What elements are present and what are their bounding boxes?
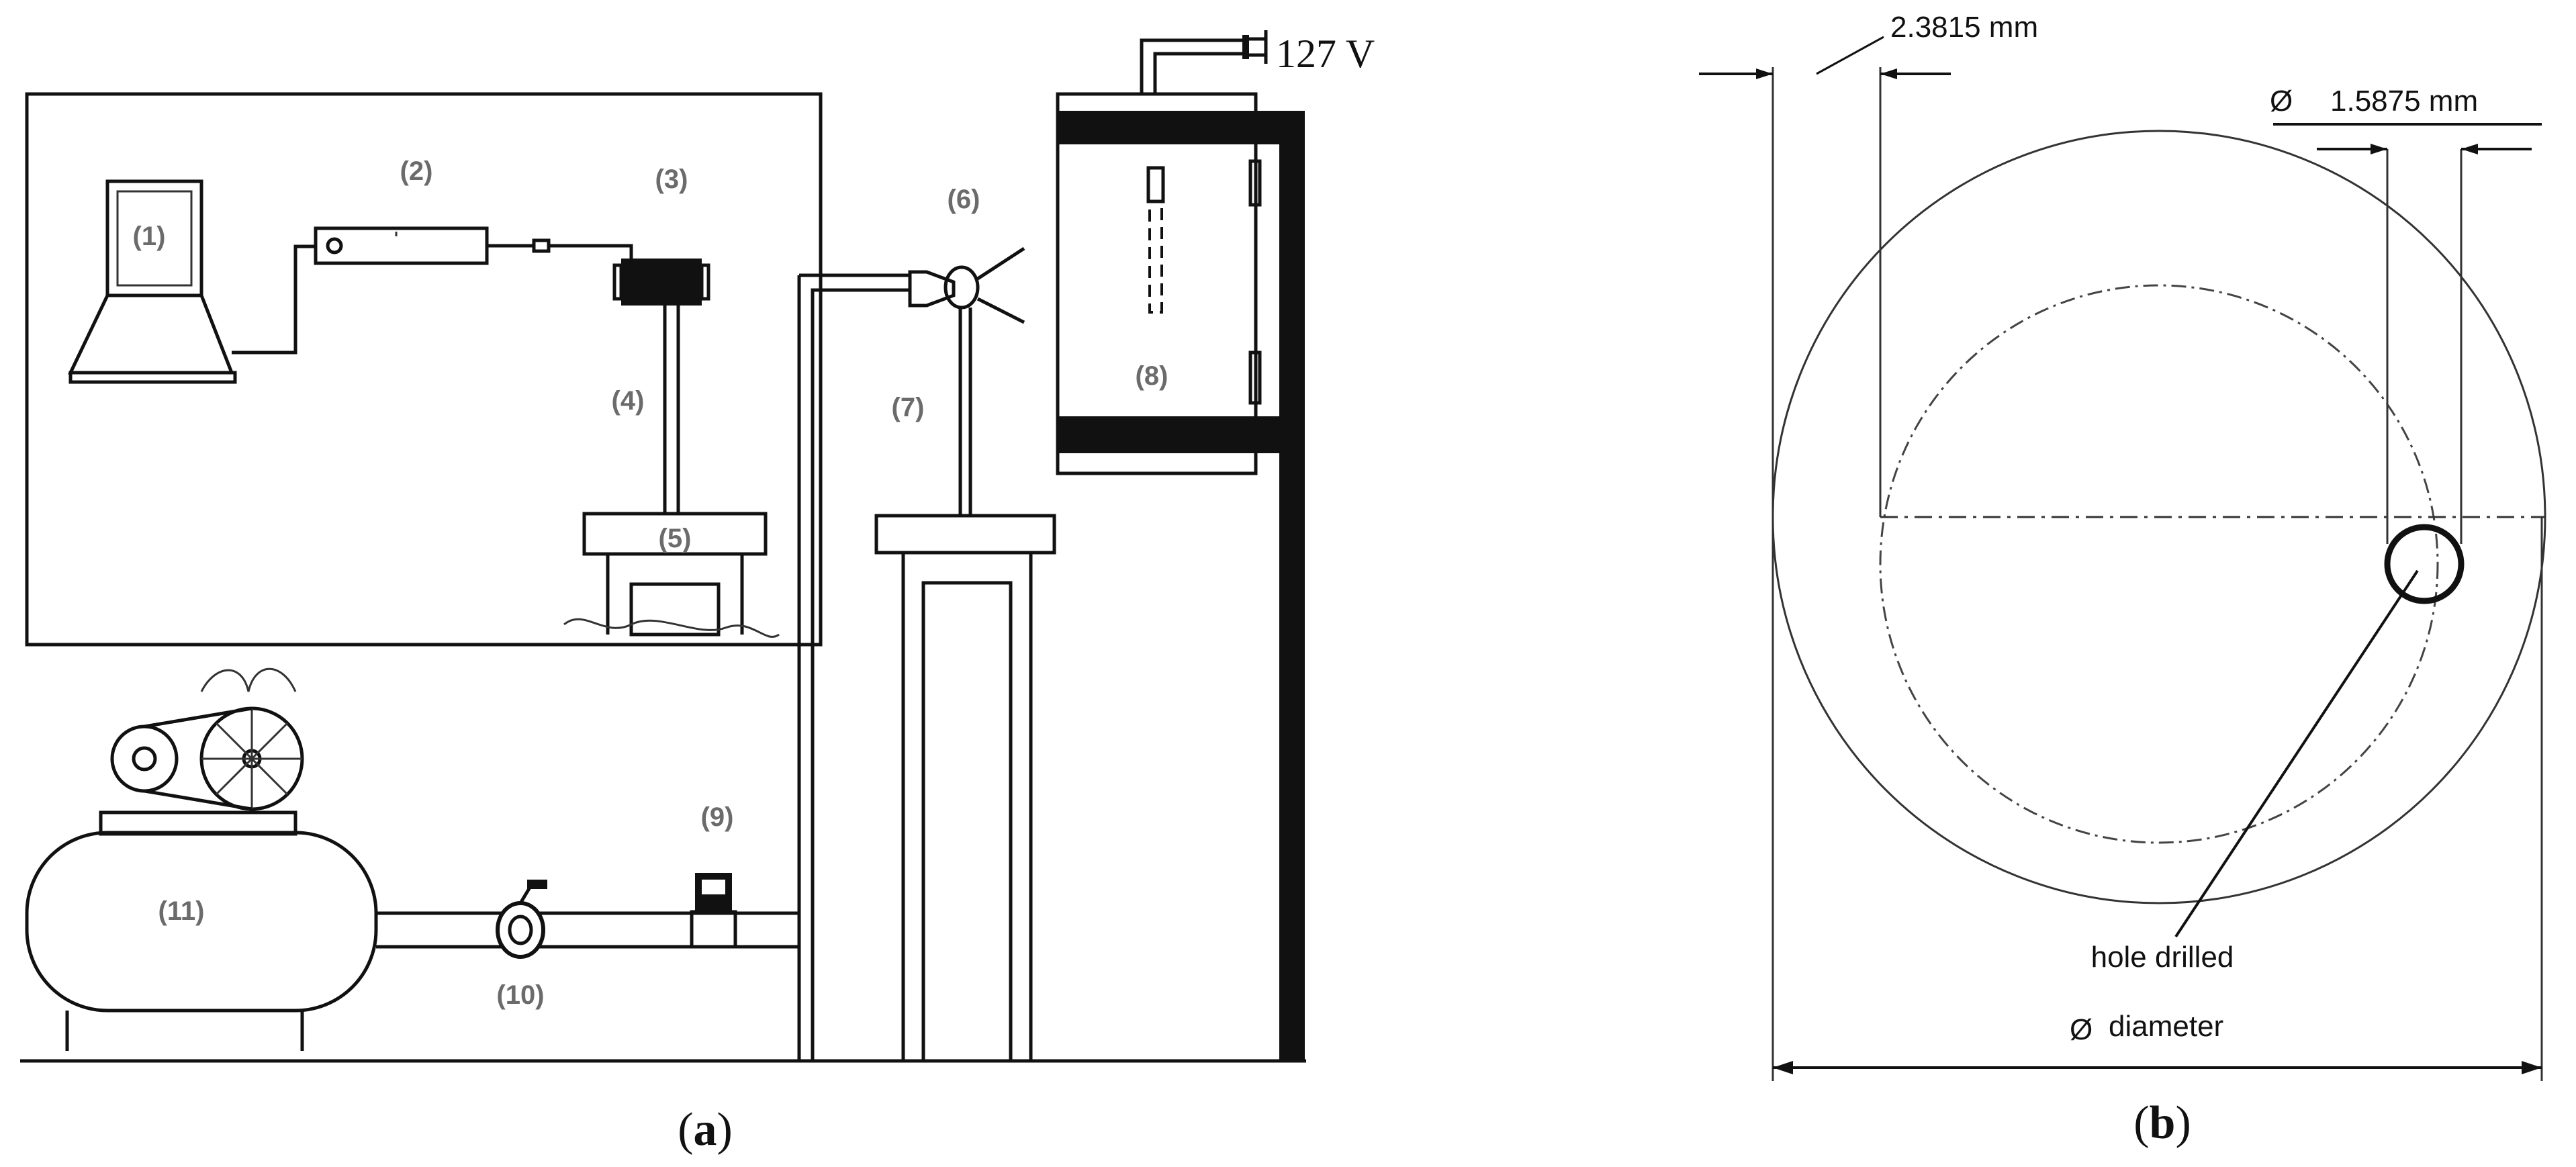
furnace (1056, 92, 1305, 1061)
power-plug-icon (1140, 30, 1268, 94)
label-3: (3) (655, 165, 688, 194)
spray-nozzle (908, 246, 1025, 324)
overall-diameter-label: diameter (2109, 1010, 2223, 1043)
voltage-label: 127 V (1276, 32, 1375, 76)
label-10: (10) (496, 980, 544, 1010)
label-2: (2) (400, 156, 433, 186)
acquisition-enclosure (25, 92, 823, 647)
base-stand (563, 512, 780, 638)
laptop-cable (232, 244, 316, 355)
overall-diameter-dimension (1773, 1061, 2542, 1074)
offset-dimension (1699, 36, 1951, 79)
label-8: (8) (1136, 361, 1168, 391)
diameter-symbol-icon: Ø (2270, 85, 2293, 118)
hole-dimension (2273, 123, 2542, 544)
laptop-icon (68, 179, 237, 384)
inner-reference-circle (1879, 284, 2439, 844)
panel-b: 2.3815 mm Ø 1.5875 mm hole drilled Ø dia… (1699, 11, 2546, 1149)
label-6: (6) (948, 185, 980, 214)
air-compressor (25, 667, 378, 1051)
pressure-regulator (690, 873, 737, 949)
label-4: (4) (612, 386, 645, 416)
nozzle-stand (874, 308, 1056, 1063)
hole-dimension-label: 1.5875 mm (2330, 85, 2478, 118)
label-1: (1) (133, 222, 166, 251)
caption-b: (b) (2133, 1097, 2191, 1149)
diameter-symbol-icon: Ø (2070, 1013, 2092, 1046)
label-5: (5) (659, 524, 692, 553)
label-9: (9) (701, 802, 734, 832)
label-7: (7) (892, 393, 925, 422)
offset-dimension-label: 2.3815 mm (1890, 11, 2038, 44)
hole-leader-line (2174, 569, 2419, 938)
drilled-hole (2384, 524, 2465, 604)
panel-a: (1) (2) (3) (4) (20, 30, 1375, 1156)
hole-drilled-label: hole drilled (2091, 941, 2234, 974)
signal-conditioner (314, 226, 489, 265)
valve-icon (496, 880, 547, 959)
label-11: (11) (158, 896, 205, 926)
load-cell (612, 259, 710, 306)
caption-a: (a) (678, 1104, 733, 1156)
